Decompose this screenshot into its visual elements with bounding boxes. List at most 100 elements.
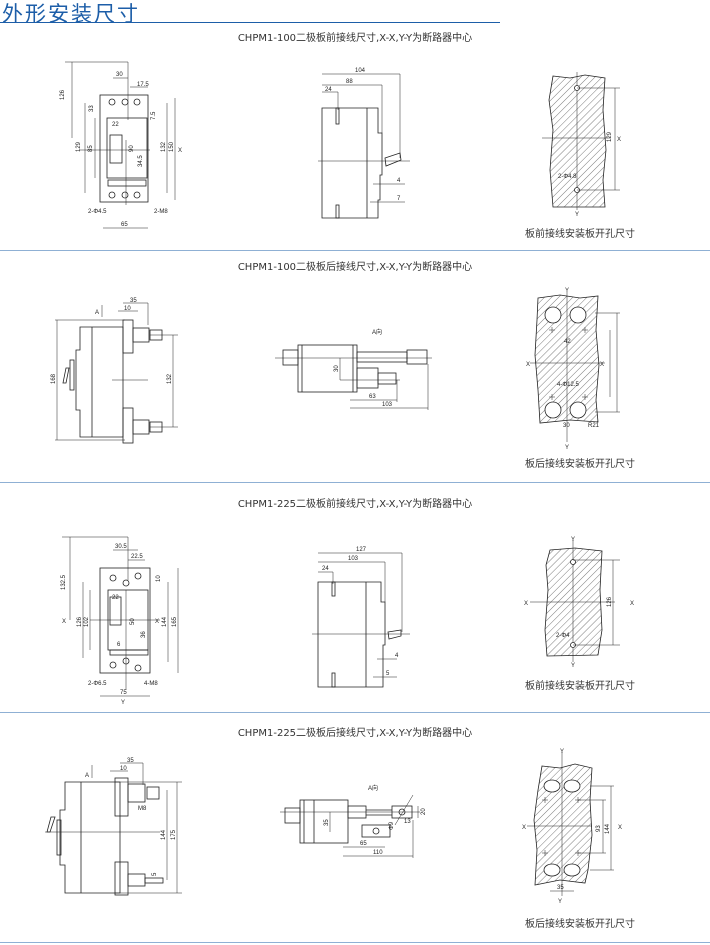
- axis-y-label: Y: [565, 288, 569, 294]
- dim-label: 175: [171, 829, 177, 840]
- dim-label: 17.5: [137, 82, 149, 88]
- divider: [0, 482, 710, 483]
- axis-x-label: X: [178, 148, 182, 154]
- s1-panel-cutout: 129 X 2-Φ4.8 Y: [542, 72, 621, 218]
- dim-label: 5: [386, 671, 390, 677]
- dim-label: 150: [169, 141, 175, 152]
- divider: [0, 942, 710, 943]
- dim-label: 2-M8: [154, 209, 168, 215]
- section-1-panel-caption: 板前接线安装板开孔尺寸: [525, 229, 635, 240]
- dim-label: 127: [356, 547, 367, 553]
- dim-label: 132: [161, 141, 167, 152]
- dim-label: 10: [156, 575, 162, 582]
- axis-x-label: X: [617, 137, 621, 143]
- dim-label: 30: [334, 365, 340, 372]
- axis-y-label: Y: [575, 212, 579, 218]
- dim-label: 22.5: [131, 554, 143, 560]
- s2-a-view: A向 30 63 103: [275, 328, 432, 410]
- axis-y-label: Y: [121, 700, 125, 706]
- axis-x-label: X: [600, 362, 604, 368]
- section-1-caption: CHPM1-100二极板前接线尺寸,X-X,Y-Y为断路器中心: [237, 33, 473, 44]
- dim-label: 103: [348, 556, 359, 562]
- dim-label: 103: [382, 402, 393, 408]
- dim-label: 35: [127, 758, 134, 764]
- s3-front-view: 132.5 30.5 22.5 10 22 126 102 50 36 6 14…: [61, 536, 179, 706]
- axis-y-label: Y: [565, 445, 569, 451]
- dim-label: 126: [77, 616, 83, 627]
- section-2-panel-caption: 板后接线安装板开孔尺寸: [525, 459, 635, 470]
- dim-label: 126: [60, 89, 66, 100]
- dim-label: 30.5: [115, 544, 127, 550]
- dim-label: 33: [89, 105, 95, 112]
- view-arrow-label: A: [95, 310, 99, 316]
- axis-x-label: X: [526, 362, 530, 368]
- dim-label: 93: [596, 825, 602, 832]
- dim-label: 88: [346, 79, 353, 85]
- s4-panel-cutout: Y X X 93 144 35 Y: [522, 749, 622, 905]
- dim-label: 13: [404, 819, 411, 825]
- dim-label: 22: [112, 595, 119, 601]
- axis-x-label: X: [155, 619, 159, 625]
- title-underline: [0, 22, 500, 23]
- dim-label: 4-Φ12.5: [557, 382, 579, 388]
- dim-label: 4: [395, 653, 399, 659]
- dim-label: 24: [322, 566, 329, 572]
- axis-x-label: X: [630, 601, 634, 607]
- s1-front-view: 126 30 17.5 33 22 7.5 129 85 90 34.5 132…: [60, 61, 182, 229]
- dim-label: 75: [120, 690, 127, 696]
- axis-y-label: Y: [571, 663, 575, 669]
- dim-label: 102: [84, 616, 90, 627]
- dim-label: 10: [124, 306, 131, 312]
- dim-label: M8: [138, 806, 147, 812]
- dim-label: 144: [605, 823, 611, 834]
- dim-label: 168: [51, 373, 57, 384]
- s3-panel-cutout: Y X X 126 2-Φ4 Y: [524, 537, 634, 669]
- dim-label: 4: [397, 178, 401, 184]
- dim-label: 7.5: [151, 111, 157, 120]
- axis-x-label: X: [618, 825, 622, 831]
- dim-label: 35: [130, 298, 137, 304]
- dim-label: 90: [129, 145, 135, 152]
- dim-label: 104: [355, 68, 366, 74]
- axis-x-label: X: [62, 619, 66, 625]
- dim-label: 6: [117, 642, 121, 648]
- dim-label: 126: [607, 596, 613, 607]
- axis-y-label: Y: [560, 749, 564, 755]
- dim-label: 110: [373, 850, 383, 856]
- dim-label: 85: [88, 145, 94, 152]
- dim-label: 65: [360, 841, 367, 847]
- s4-a-view: A向 35 65 110 20 13 Φ9: [280, 784, 427, 858]
- dim-label: 2-Φ6.5: [88, 681, 107, 687]
- dim-label: 2-Φ4: [556, 633, 570, 639]
- dim-label: 30: [563, 423, 570, 429]
- divider: [0, 250, 710, 251]
- section-3-caption: CHPM1-225二极板前接线尺寸,X-X,Y-Y为断路器中心: [237, 499, 473, 510]
- view-label: A向: [372, 328, 382, 336]
- dim-label: 132: [167, 373, 173, 384]
- s3-side-view: 127 103 24 4 5: [312, 547, 410, 688]
- section-2-caption: CHPM1-100二极板后接线尺寸,X-X,Y-Y为断路器中心: [237, 262, 473, 273]
- section-4-panel-caption: 板后接线安装板开孔尺寸: [525, 919, 635, 930]
- dim-label: 10: [120, 766, 127, 772]
- dim-label: R21: [588, 423, 600, 429]
- dim-label: 20: [421, 808, 427, 815]
- dim-label: 2-Φ4.8: [558, 174, 577, 180]
- divider: [0, 712, 710, 713]
- section-4-caption: CHPM1-225二极板后接线尺寸,X-X,Y-Y为断路器中心: [237, 728, 473, 739]
- dim-label: 132.5: [61, 574, 67, 590]
- dim-label: 22: [112, 122, 119, 128]
- view-arrow-label: A: [85, 773, 89, 779]
- view-label: A向: [368, 784, 378, 792]
- dim-label: 24: [325, 87, 332, 93]
- dim-label: 65: [121, 222, 128, 228]
- dim-label: 30: [116, 72, 123, 78]
- axis-y-label: Y: [571, 537, 575, 543]
- dim-label: 42: [564, 339, 571, 345]
- dim-label: 129: [607, 131, 613, 142]
- section-3-panel-caption: 板前接线安装板开孔尺寸: [525, 681, 635, 692]
- dim-label: 50: [130, 618, 136, 625]
- s2-panel-cutout: Y X X 42 4-Φ12.5 30 R21 Y: [526, 288, 620, 451]
- s4-side-view: 35 10 A M8 144 175 5: [45, 758, 182, 896]
- dim-label: 7: [397, 196, 401, 202]
